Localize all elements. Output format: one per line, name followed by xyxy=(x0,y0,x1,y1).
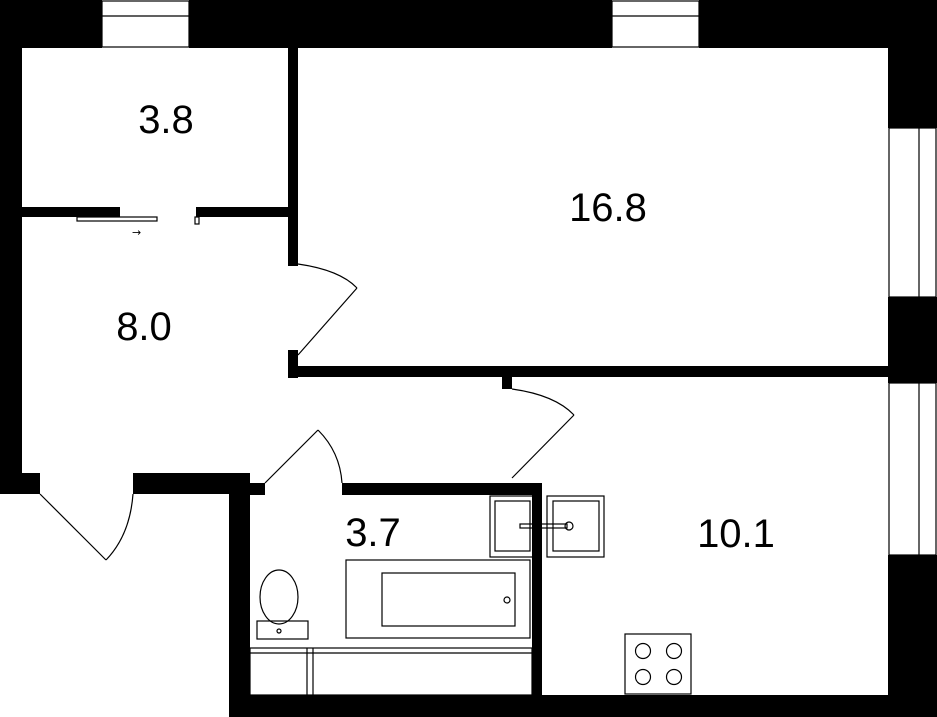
door-bathroom xyxy=(264,429,343,484)
room-labels: 3.8 16.8 8.0 3.7 10.1 xyxy=(116,98,775,556)
window-top-right xyxy=(611,0,700,48)
sliding-door-storage: → xyxy=(76,216,200,239)
window-right-living xyxy=(888,127,937,298)
toilet xyxy=(256,569,309,640)
room-area-hallway: 8.0 xyxy=(116,305,172,349)
bathroom-counter xyxy=(249,647,533,696)
bathroom-sink xyxy=(489,495,538,558)
door-entrance xyxy=(39,493,134,561)
kitchen-sink xyxy=(519,495,605,558)
stove xyxy=(624,633,692,695)
room-area-bathroom: 3.7 xyxy=(345,511,401,555)
window-top-left xyxy=(101,0,190,48)
door-kitchen xyxy=(511,388,575,479)
door-living-room xyxy=(297,263,358,356)
bathtub xyxy=(345,559,531,639)
kitchen-fixtures xyxy=(519,495,692,695)
doors: → xyxy=(39,216,575,561)
interior-walls xyxy=(22,48,888,695)
window-right-kitchen xyxy=(888,382,937,556)
room-area-storage: 3.8 xyxy=(138,98,194,142)
sliding-door-arrow: → xyxy=(132,226,141,239)
windows xyxy=(101,0,937,556)
room-area-kitchen: 10.1 xyxy=(697,512,775,556)
room-area-living-room: 16.8 xyxy=(569,186,647,230)
bathroom-fixtures xyxy=(249,495,538,696)
